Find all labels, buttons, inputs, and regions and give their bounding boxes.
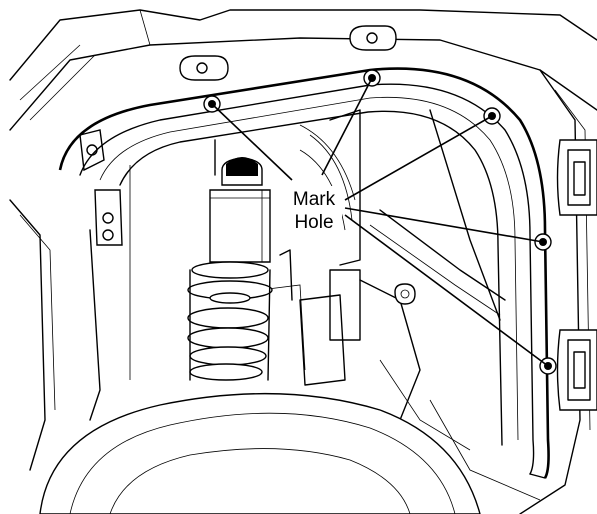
- left-bracket: [79, 129, 123, 246]
- leader-5: [344, 214, 549, 367]
- callout-line-2: Hole: [294, 212, 333, 233]
- inner-structure: [129, 109, 506, 421]
- leader-2: [321, 77, 373, 176]
- leader-1: [211, 103, 293, 181]
- tire: [39, 392, 481, 514]
- callout-line-1: Mark: [293, 189, 336, 210]
- right-latches: [556, 139, 597, 411]
- callout-label: Mark Hole: [286, 186, 342, 233]
- leader-4: [344, 207, 544, 243]
- leader-3: [344, 115, 493, 201]
- callout-leaders: [211, 77, 549, 367]
- shock-absorber: [187, 157, 273, 381]
- top-grommets: [179, 25, 397, 81]
